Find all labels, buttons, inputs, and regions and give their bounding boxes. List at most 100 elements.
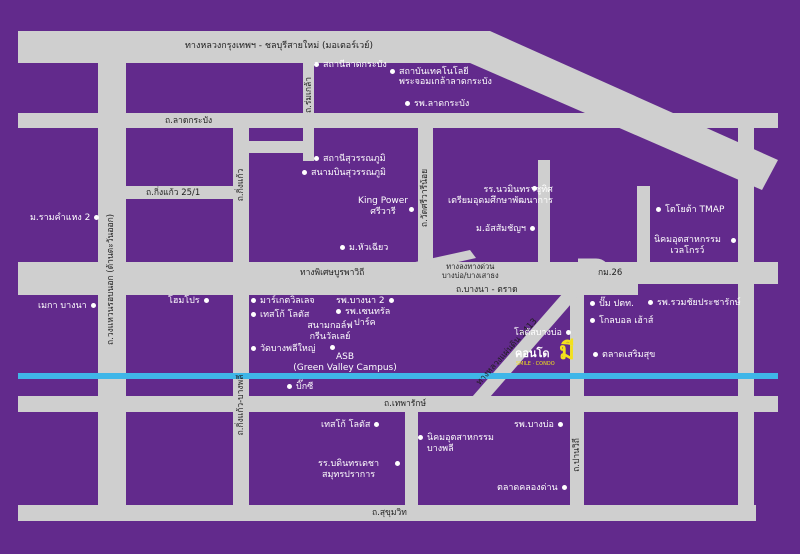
sukhumvit-road xyxy=(18,505,756,521)
place-assumption: ม.อัสสัมชัญฯ xyxy=(476,224,535,235)
place-tesco-lotus2: เทสโก้ โลตัส xyxy=(321,420,380,431)
thepharak-road xyxy=(18,396,778,412)
lat-krabang-road xyxy=(18,113,778,128)
location-dot-icon xyxy=(390,69,395,74)
location-dot-icon xyxy=(336,309,341,314)
label-lat-krabang-road: ถ.ลาดกระบัง xyxy=(165,116,213,126)
label-ring-road: ถ.วงแหวนรอบนอก (ด้านตะวันออก) xyxy=(106,213,116,345)
place-suvarnabhumi-airport: สนามบินสุวรรณภูมิ xyxy=(302,168,386,179)
location-dot-icon xyxy=(561,485,567,490)
label-thepharak: ถ.เทพารักษ์ xyxy=(384,399,427,409)
place-lat-krabang-hospital: รพ.ลาดกระบัง xyxy=(405,99,469,110)
pan-withi-road xyxy=(570,295,584,505)
label-sukhumvit: ถ.สุขุมวิท xyxy=(372,508,407,518)
place-ptt: ปั๊ม ปตท. xyxy=(590,299,634,310)
location-dot-icon xyxy=(374,422,380,427)
location-dot-icon xyxy=(590,318,595,323)
logo-mark: มี xyxy=(559,337,575,365)
location-dot-icon xyxy=(302,170,307,175)
location-dot-icon xyxy=(418,435,423,440)
expressway-exit-ramp xyxy=(388,250,476,276)
place-big-c: บิ๊กซี xyxy=(287,382,313,393)
location-dot-icon xyxy=(395,461,400,466)
location-dot-icon xyxy=(656,207,661,212)
place-tesco-lotus1: เทสโก้ โลตัส xyxy=(251,310,309,321)
location-dot-icon xyxy=(565,330,571,335)
place-bangbo-hospital: รพ.บางบ่อ xyxy=(514,420,563,431)
place-lat-krabang-station: สถานีลาดกระบัง xyxy=(314,60,387,71)
location-dot-icon xyxy=(90,303,96,308)
location-dot-icon xyxy=(590,301,595,306)
place-wat-bangphli-yai: วัดบางพลีใหญ่ xyxy=(251,344,316,355)
king-kaeo-25-1-road xyxy=(126,186,233,199)
location-dot-icon xyxy=(287,384,292,389)
place-green-valley-golf: สนามกอล์ฟ กรีนวัลเลย์ xyxy=(307,321,353,342)
label-top-motorway: ทางหลวงกรุงเทพฯ - ชลบุรีสายใหม่ (มอเตอร์… xyxy=(185,41,373,51)
place-asb-green-valley: ASB (Green Valley Campus) xyxy=(293,352,397,373)
motorway-road xyxy=(18,31,488,63)
label-king-kaeo-25-1: ถ.กิ่งแก้ว 25/1 xyxy=(146,188,201,198)
place-global-house: โกลบอล เฮ้าส์ xyxy=(590,316,653,327)
location-dot-icon xyxy=(388,298,394,303)
king-kaeo-road xyxy=(233,128,249,262)
east-vertical-road xyxy=(637,186,650,262)
thepharak-south-spur xyxy=(405,412,418,505)
location-dot-icon xyxy=(529,226,535,231)
place-kmitl: สถาบันเทคโนโลยี xyxy=(390,67,469,78)
location-dot-icon xyxy=(731,238,736,243)
label-wat-sri-wareenoi: ถ.วัดศรีวารีน้อย xyxy=(420,168,430,228)
motorway-diagonal-road xyxy=(470,31,778,190)
place-bangphli-industrial: นิคมอุตสาหกรรม บางพลี xyxy=(418,433,494,455)
label-expressway-exit-line2: บางบ่อ/บางเสาธง xyxy=(442,271,499,280)
place-bangna2-hospital: รพ.บางนา 2 xyxy=(336,296,394,307)
label-pan-withi: ถ.ปานวิถี xyxy=(572,438,582,472)
location-dot-icon xyxy=(532,186,537,191)
label-burapha-withi: ทางพิเศษบูรพาวิถี xyxy=(300,268,365,278)
place-hua-chiew: ม.หัวเฉียว xyxy=(340,243,388,254)
place-market-village: มาร์เกตวิลเลจ xyxy=(251,296,315,307)
place-khlong-dan-market: ตลาดคลองด่าน xyxy=(497,483,567,494)
location-dot-icon xyxy=(314,156,319,161)
king-kaeo-bangphli-road xyxy=(233,295,249,505)
place-homepro: โฮมโปร xyxy=(168,296,209,307)
north-spur-road xyxy=(538,160,550,262)
label-expressway-exit-line1: ทางลงทางด่วน xyxy=(446,262,495,271)
place-king-power: King Power ศรีวารี xyxy=(358,196,408,217)
airport-link-road xyxy=(249,141,313,153)
logo-main-text: คอนโด xyxy=(515,347,550,360)
location-dot-icon xyxy=(251,298,256,303)
place-sermsuk-market: ตลาดเสริมสุข xyxy=(593,350,655,361)
location-dot-icon xyxy=(203,298,209,303)
wat-sri-wareenoi-road xyxy=(418,128,433,262)
place-kmitl-line2: พระจอมเกล้าลาดกระบัง xyxy=(399,77,492,87)
location-dot-icon xyxy=(251,346,256,351)
label-king-kaeo: ถ.กิ่งแก้ว xyxy=(236,168,246,202)
right-edge-road xyxy=(738,128,754,521)
label-expressway-exit: ทางลงทางด่วน บางบ่อ/บางเสาธง xyxy=(442,262,499,280)
smile-condo-logo: คอนโด มี SMILE · CONDO xyxy=(515,337,575,372)
label-king-kaeo-bangphli: ถ.กิ่งแก้ว-บางพลี xyxy=(236,374,246,436)
location-dot-icon xyxy=(648,300,653,305)
location-dot-icon xyxy=(330,345,335,350)
ring-road xyxy=(98,58,126,521)
label-km26: กม.26 xyxy=(598,268,623,278)
logo-subtitle: SMILE · CONDO xyxy=(516,361,555,367)
highway-3413-road xyxy=(472,293,578,397)
location-dot-icon xyxy=(405,101,410,106)
location-dot-icon xyxy=(557,422,563,427)
place-navamintra: รร.นวมินทราชูทิศ เตรียมอุดมศึกษาพัฒนาการ xyxy=(448,185,553,206)
place-suvarnabhumi-station: สถานีสุวรรณภูมิ xyxy=(314,154,386,165)
airport-rail-link xyxy=(18,373,778,379)
romklao-road xyxy=(303,58,314,161)
u-turn-loop xyxy=(578,258,611,288)
location-dot-icon xyxy=(409,207,414,212)
location-dot-icon xyxy=(593,352,598,357)
place-chaiprasit-hospital: รพ.รวมชัยประชารักษ์ xyxy=(648,298,741,309)
place-wellgrow: นิคมอุตสาหกรรม เวลโกรว์ xyxy=(654,235,721,256)
bangna-trat-road xyxy=(18,283,638,295)
place-mega-bangna: เมกา บางนา xyxy=(38,301,96,312)
place-ramkhamhaeng2: ม.รามคำแหง 2 xyxy=(30,213,100,224)
label-bangna-trat: ถ.บางนา - ตราด xyxy=(456,285,518,295)
